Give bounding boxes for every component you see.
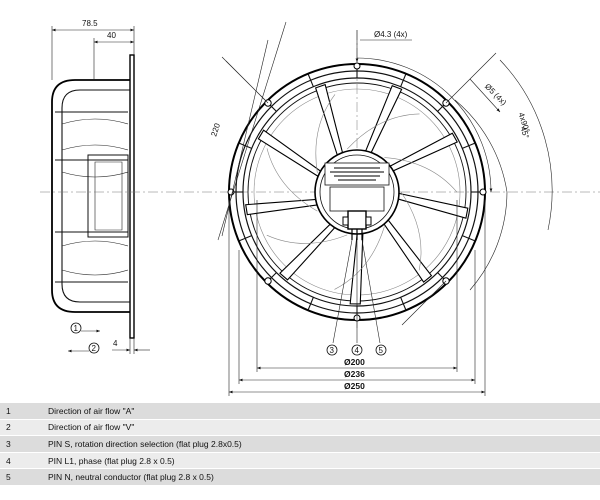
guard-spoke — [364, 84, 403, 155]
legend-description: PIN L1, phase (flat plug 2.8 x 0.5) — [42, 452, 600, 470]
callout-1: 1 — [74, 324, 79, 333]
flange-rib — [238, 235, 252, 242]
side-view: 78.5 40 4 1 2 — [40, 19, 600, 354]
legend-number: 1 — [0, 403, 42, 420]
callout-3: 3 — [330, 346, 335, 355]
fan-blade-outline — [334, 226, 385, 290]
flange-rib — [462, 235, 476, 242]
fan-blade-outline — [266, 234, 348, 244]
guard-spoke — [314, 83, 344, 158]
dimension-dia-236: Ø236 — [344, 369, 365, 379]
guard-spoke — [382, 217, 433, 283]
dimension-overall-depth: 78.5 — [82, 19, 98, 28]
dimension-dia-200: Ø200 — [344, 357, 365, 367]
callout-2: 2 — [92, 344, 97, 353]
legend-description: PIN S, rotation direction selection (fla… — [42, 435, 600, 453]
dimension-dia-250: Ø250 — [344, 381, 365, 391]
dimension-flange-thickness: 4 — [113, 339, 118, 348]
front-view: 3 4 5 Ø4.3 (4x) 220 Ø5 (4x) 4x90° 45° — [209, 21, 553, 396]
guard-spoke — [279, 222, 337, 281]
flange-rib — [307, 297, 314, 311]
flange-rib — [400, 297, 407, 311]
fan-dimension-drawing: 78.5 40 4 1 2 — [40, 19, 600, 396]
legend-description: Direction of air flow "A" — [42, 403, 600, 420]
legend-description: PIN N, neutral conductor (flat plug 2.8 … — [42, 468, 600, 486]
fan-blade-outline — [400, 191, 422, 271]
legend-description: Direction of air flow "V" — [42, 419, 600, 437]
flange-rib — [307, 73, 314, 87]
dimension-rotor-depth: 40 — [107, 31, 116, 40]
dimension-angle-minor: 45° — [518, 125, 530, 139]
callout-4: 4 — [355, 346, 360, 355]
fan-blade-outline — [315, 94, 336, 173]
guard-spoke — [387, 132, 458, 173]
dimension-diagonal: 220 — [209, 122, 222, 138]
fan-blade-outline — [346, 113, 420, 150]
flange-rib — [238, 142, 252, 149]
flange-rib — [400, 73, 407, 87]
legend-number: 4 — [0, 452, 42, 470]
guard-spoke — [349, 230, 364, 305]
dimension-hole-side: Ø5 (4x) — [483, 82, 508, 107]
fan-blade-outline — [384, 157, 458, 193]
callout-5: 5 — [379, 346, 384, 355]
dimension-hole-top: Ø4.3 (4x) — [374, 30, 408, 39]
legend-number: 2 — [0, 419, 42, 437]
guard-spoke — [257, 129, 323, 179]
fan-blade-outline — [266, 148, 318, 212]
legend-number: 3 — [0, 435, 42, 453]
legend-number: 5 — [0, 468, 42, 486]
flange-rib — [462, 142, 476, 149]
